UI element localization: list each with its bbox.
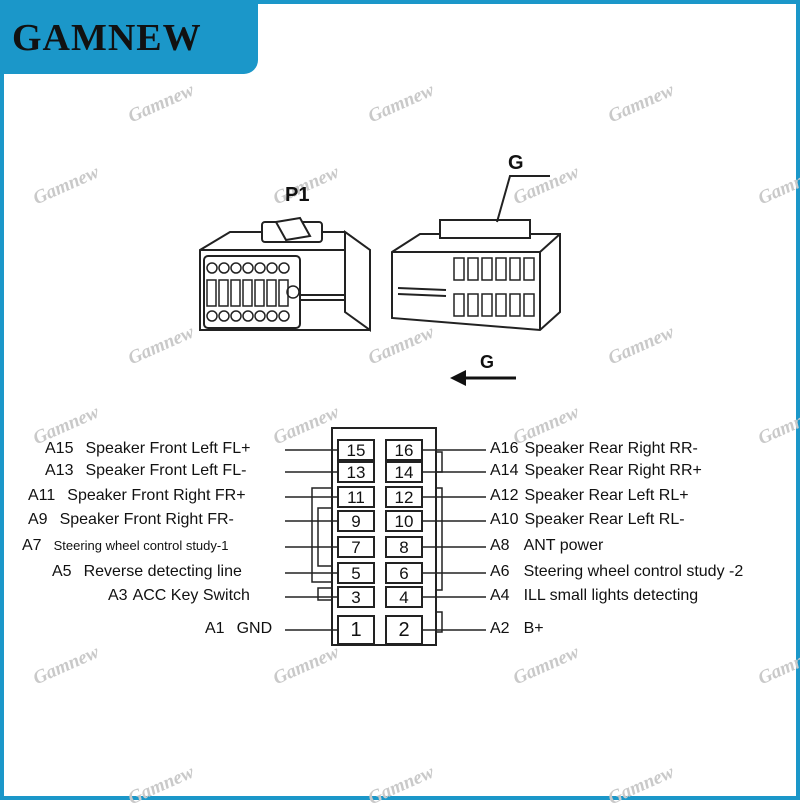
- pin-description: Speaker Rear Right RR-: [524, 440, 698, 457]
- pin-id: A7: [22, 537, 42, 554]
- pin-description: GND: [236, 620, 273, 637]
- pin-id: A11: [28, 487, 56, 504]
- pin-number-left: 11: [347, 488, 365, 507]
- pin-description: Speaker Rear Right RR+: [524, 462, 702, 479]
- pin-label-right: A16 Speaker Rear Right RR-: [490, 440, 698, 458]
- pin-number-right: 14: [395, 463, 414, 482]
- brand-banner: GAMNEW: [0, 0, 258, 74]
- pin-number-left: 1: [350, 619, 361, 641]
- pin-id: A3: [108, 587, 128, 604]
- pin-label-right: A12 Speaker Rear Left RL+: [490, 487, 689, 505]
- pin-label-right: A10 Speaker Rear Left RL-: [490, 511, 685, 529]
- pin-number-left: 5: [351, 564, 360, 583]
- p1-label: P1: [285, 184, 310, 206]
- pin-id: A9: [28, 511, 48, 528]
- pin-id: A14: [490, 462, 519, 479]
- pin-label-right: A6 Steering wheel control study -2: [490, 563, 743, 581]
- pin-description: Steering wheel control study-1: [53, 538, 229, 553]
- pin-id: A2: [490, 620, 510, 637]
- housing-notch-right: [436, 611, 443, 633]
- pin-number-right: 6: [399, 564, 408, 583]
- pin-number-right: 10: [395, 512, 414, 531]
- direction-arrow: [450, 370, 516, 386]
- pin-description: B+: [523, 620, 544, 637]
- pin-id: A15: [45, 440, 74, 457]
- pin-description: ILL small lights detecting: [523, 587, 699, 604]
- pin-description: Speaker Front Left FL-: [85, 462, 247, 479]
- pin-label-left: A7 Steering wheel control study-1: [22, 537, 228, 555]
- pin-number-right: 4: [399, 588, 408, 607]
- pin-description: Speaker Rear Left RL+: [524, 487, 689, 504]
- pin-label-left: A13 Speaker Front Left FL-: [45, 462, 246, 480]
- housing-notch-left: [317, 587, 332, 601]
- housing-notch-left: [317, 507, 332, 567]
- pin-id: A1: [205, 620, 225, 637]
- pin-box-left: [337, 615, 375, 645]
- brand-logo: GAMNEW: [12, 17, 202, 59]
- pin-id: A8: [490, 537, 510, 554]
- pin-number-right: 16: [395, 441, 414, 460]
- arrow-label: G: [480, 352, 495, 372]
- pin-id: A16: [490, 440, 519, 457]
- pin-number-right: 12: [395, 488, 414, 507]
- pin-description: Speaker Rear Left RL-: [524, 511, 685, 528]
- pin-label-right: A4 ILL small lights detecting: [490, 587, 698, 605]
- pin-label-left: A9 Speaker Front Right FR-: [28, 511, 234, 529]
- pin-number-left: 15: [347, 441, 366, 460]
- g-connector-label: G: [508, 152, 524, 174]
- pin-label-right: A14 Speaker Rear Right RR+: [490, 462, 702, 480]
- pin-label-right: A8 ANT power: [490, 537, 603, 555]
- pin-description: Speaker Front Right FR+: [67, 487, 246, 504]
- pin-id: A4: [490, 587, 510, 604]
- housing-notch-right: [436, 487, 443, 591]
- pin-description: ACC Key Switch: [132, 587, 250, 604]
- pin-description: Steering wheel control study -2: [523, 563, 744, 580]
- pin-label-left: A1 GND: [205, 620, 272, 638]
- g-connector-drawing: [391, 175, 561, 332]
- pin-label-left: A11 Speaker Front Right FR+: [28, 487, 246, 505]
- pin-id: A12: [490, 487, 519, 504]
- p1-connector-drawing: [199, 216, 371, 332]
- pin-id: A5: [52, 563, 72, 580]
- housing-notch-left: [311, 487, 332, 583]
- pin-label-left: A15 Speaker Front Left FL+: [45, 440, 250, 458]
- pin-number-left: 13: [347, 463, 366, 482]
- pin-number-right: 2: [398, 619, 409, 641]
- pin-description: Speaker Front Right FR-: [59, 511, 234, 528]
- pin-description: Reverse detecting line: [83, 563, 242, 580]
- pin-label-right: A2 B+: [490, 620, 544, 638]
- pin-id: A6: [490, 563, 510, 580]
- pin-description: ANT power: [523, 537, 604, 554]
- pin-number-left: 3: [351, 588, 360, 607]
- pin-description: Speaker Front Left FL+: [85, 440, 251, 457]
- pin-label-left: A5 Reverse detecting line: [52, 563, 242, 581]
- pin-number-right: 8: [399, 538, 408, 557]
- pin-id: A13: [45, 462, 74, 479]
- pin-id: A10: [490, 511, 519, 528]
- pin-number-left: 7: [351, 538, 360, 557]
- pin-number-left: 9: [351, 512, 360, 531]
